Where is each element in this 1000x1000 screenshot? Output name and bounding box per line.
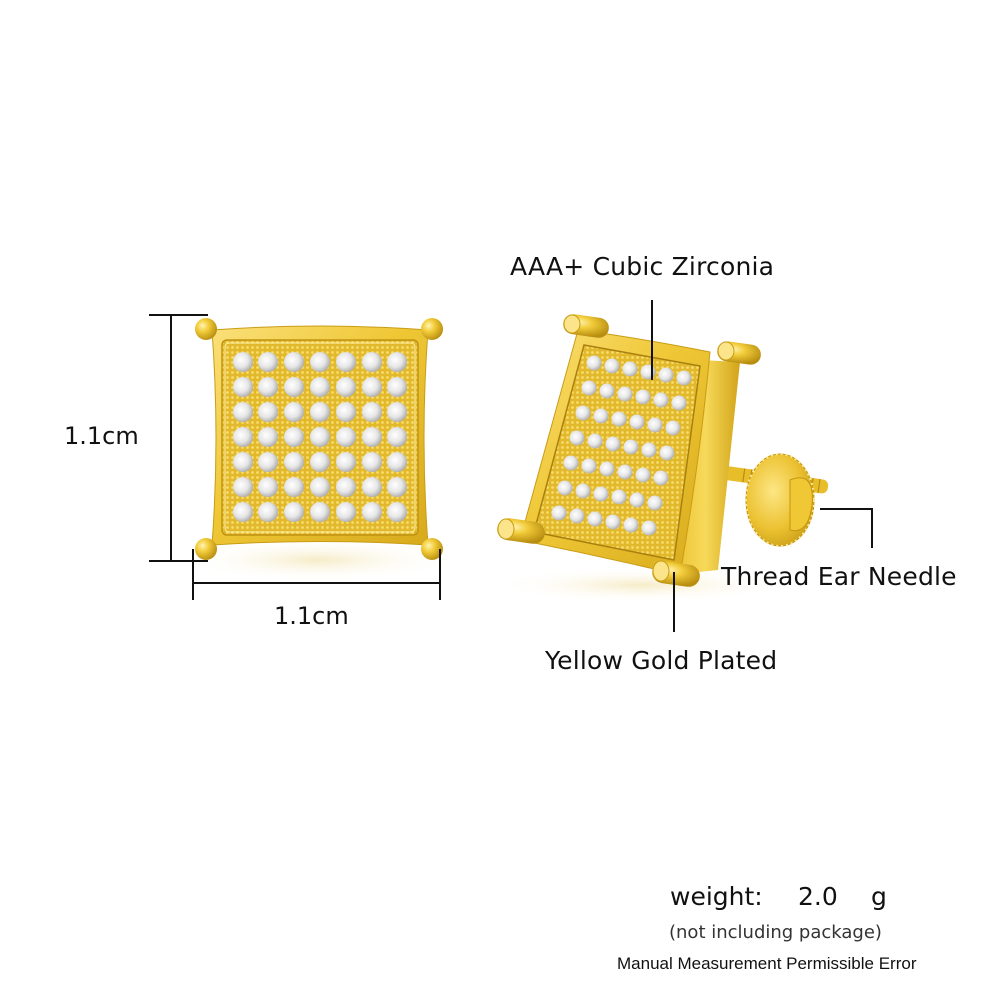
callout-back-label: Thread Ear Needle xyxy=(721,562,957,591)
callout-lines xyxy=(651,300,873,632)
weight-note: (not including package) xyxy=(669,922,882,943)
stone-grid-angled xyxy=(551,355,692,536)
dimension-lines xyxy=(149,314,441,600)
earring-angled-view xyxy=(490,314,829,603)
weight-value: 2.0 xyxy=(798,882,838,911)
width-dimension-label: 1.1cm xyxy=(274,602,349,630)
stone-grid xyxy=(233,352,407,522)
callout-stones-label: AAA+ Cubic Zirconia xyxy=(510,252,775,281)
weight-unit: g xyxy=(871,882,887,911)
weight-label: weight: xyxy=(670,882,763,911)
height-dimension-label: 1.1cm xyxy=(64,422,139,450)
earring-front-view xyxy=(178,318,458,582)
measurement-disclaimer: Manual Measurement Permissible Error xyxy=(617,954,917,973)
callout-plating-label: Yellow Gold Plated xyxy=(545,646,778,675)
